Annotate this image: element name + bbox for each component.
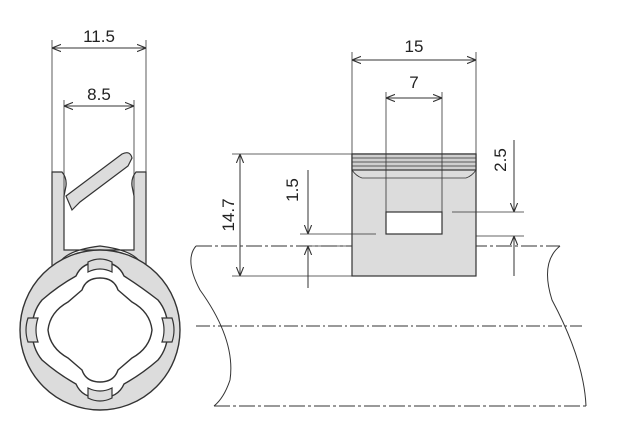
tube-notch-bottom [87,387,113,402]
tube-notch-top [87,258,113,273]
dim-label-width-inner-right: 7 [409,73,418,92]
dim-label-height-total: 14.7 [219,198,238,231]
clip-profile [51,171,147,275]
clip-spring-flap [65,152,133,212]
dim-label-height-lower: 1.5 [283,178,302,202]
dim-label-width-outer: 11.5 [83,27,115,46]
clip-slot [385,211,443,235]
right-side-view: 15 7 14.7 1.5 2.5 [190,37,587,407]
tube-notch-right [161,317,175,343]
dim-label-width-inner: 8.5 [87,85,111,104]
left-section-view: 11.5 8.5 [19,27,181,411]
tube-break-left [190,245,232,407]
tube-notch-left [25,317,39,343]
tube-break-right [547,245,587,407]
dim-label-width-outer-right: 15 [405,37,424,56]
dim-label-height-upper: 2.5 [491,148,510,172]
